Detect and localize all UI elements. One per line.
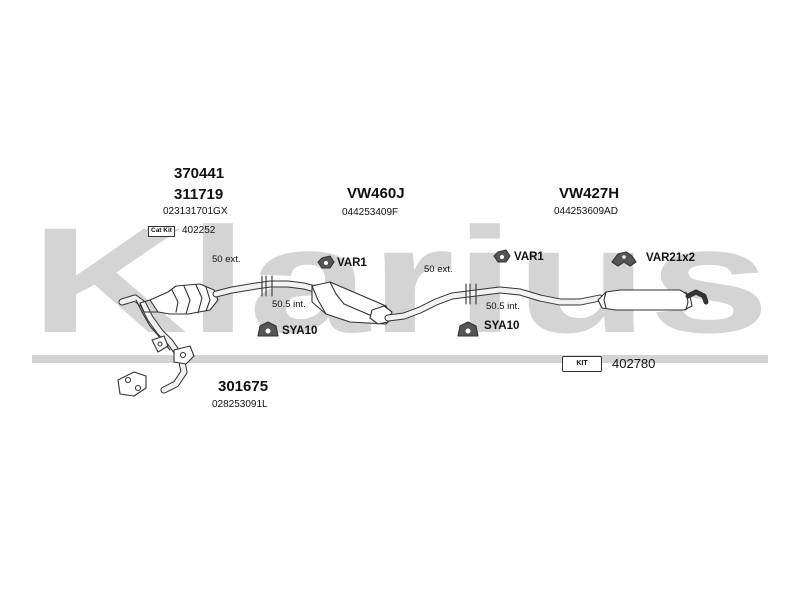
rear-box-oem: 044253609AD	[554, 206, 618, 217]
fitting-kit-badge: KIT	[562, 356, 602, 372]
sya10-label-a: SYA10	[282, 325, 318, 337]
pipe-clamp-icon	[257, 321, 279, 337]
var1-label-b: VAR1	[514, 251, 544, 263]
centre-silencer	[311, 281, 393, 325]
cat-kit-number: 402252	[182, 225, 216, 236]
rubber-mount-icon	[493, 249, 511, 263]
front-pipe	[117, 294, 195, 397]
rear-silencer	[597, 289, 709, 311]
intermediate-pipe-1	[212, 275, 322, 298]
front-pipe-oem: 028253091L	[212, 399, 268, 410]
centre-box-number: VW460J	[347, 185, 405, 202]
cat-primary-number: 370441	[174, 165, 225, 182]
cat-secondary-number: 311719	[174, 186, 224, 203]
hanger-bracket-icon	[611, 251, 637, 267]
front-pipe-number: 301675	[218, 378, 269, 395]
intermediate-pipe-2	[384, 283, 604, 322]
var21-label: VAR21x2	[646, 252, 696, 264]
joint2-int-note: 50.5 int.	[486, 301, 520, 312]
joint1-ext-note: 50 ext.	[212, 254, 241, 265]
joint1-int-note: 50.5 int.	[272, 299, 306, 310]
pipe-clamp-icon	[457, 321, 479, 337]
watermark: Klarius	[30, 196, 770, 364]
watermark-underline	[32, 355, 768, 363]
joint2-ext-note: 50 ext.	[424, 264, 453, 275]
rubber-mount-icon	[317, 255, 335, 269]
sya10-label-b: SYA10	[484, 320, 520, 332]
var1-label-a: VAR1	[337, 257, 367, 269]
cat-oem-code: 023131701GX	[163, 206, 228, 217]
cat-kit-badge: Cat Kit	[148, 226, 175, 237]
rear-box-number: VW427H	[559, 185, 620, 202]
centre-box-oem: 044253409F	[342, 207, 399, 218]
catalytic-converter	[139, 283, 219, 315]
fitting-kit-number: 402780	[612, 356, 656, 371]
